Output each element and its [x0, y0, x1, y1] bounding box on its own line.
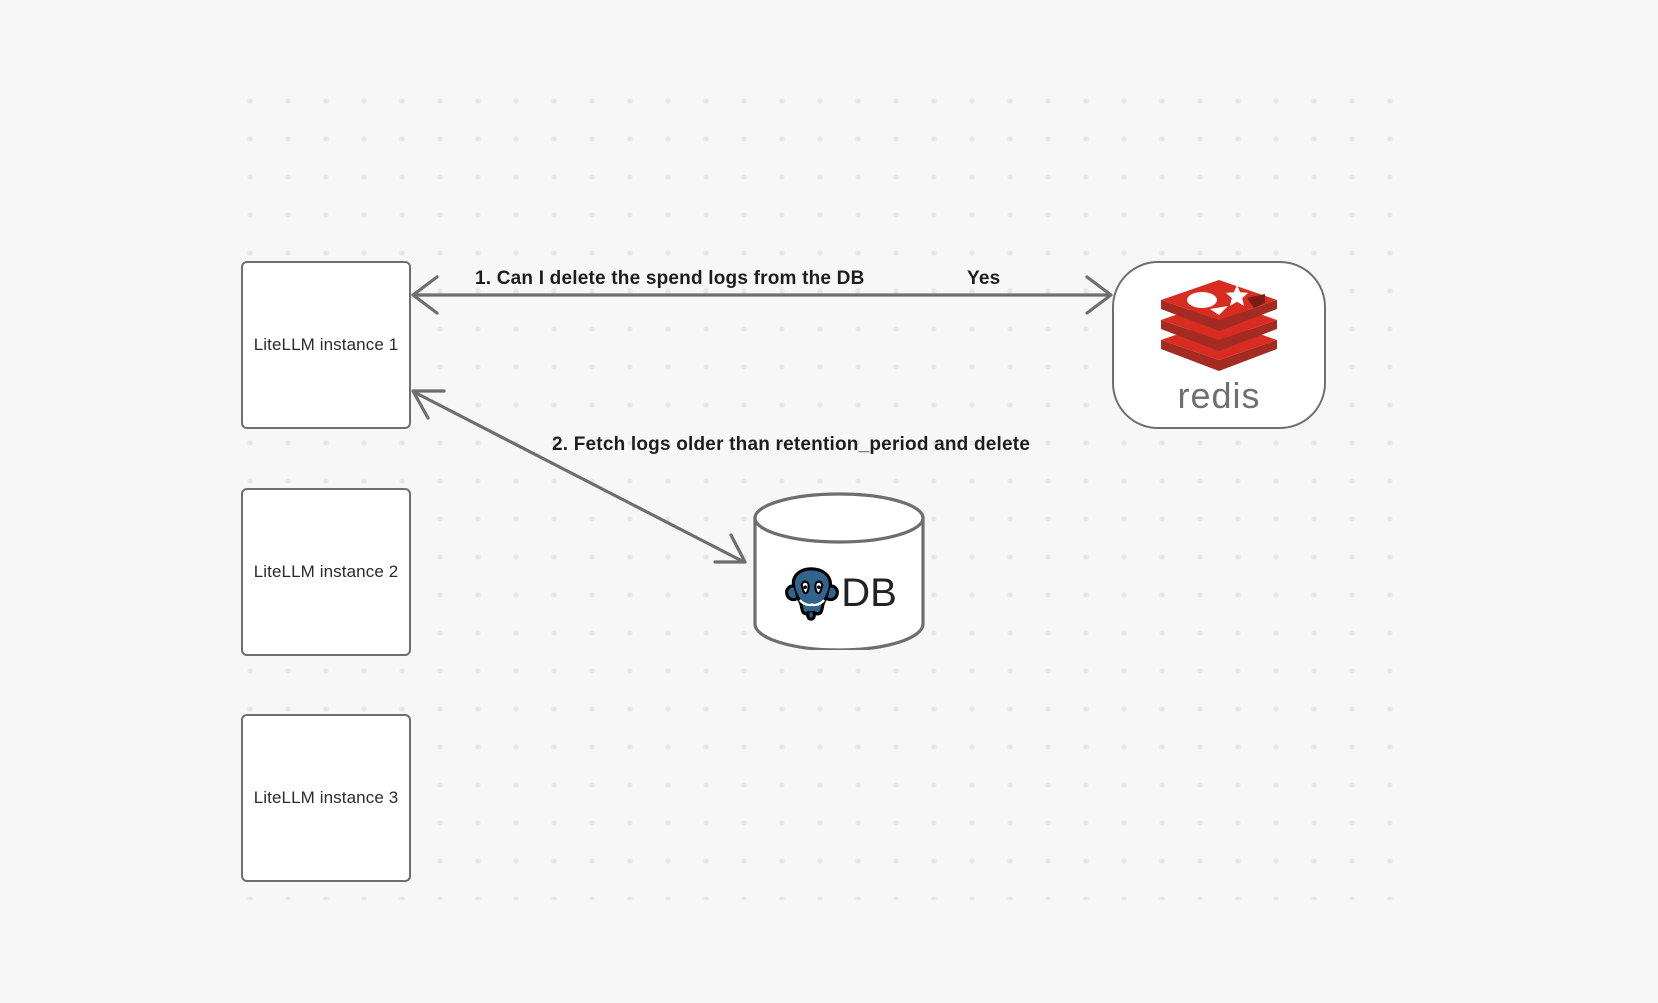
node-litellm-instance-2[interactable]: LiteLLM instance 2	[241, 488, 411, 656]
edge-label-db-fetch: 2. Fetch logs older than retention_perio…	[552, 434, 1031, 455]
database-cylinder-shape	[753, 492, 925, 650]
node-label: LiteLLM instance 1	[253, 335, 399, 354]
redis-logo-icon	[1161, 280, 1277, 371]
redis-wordmark: redis	[1177, 375, 1261, 416]
node-redis[interactable]: redis	[1112, 261, 1326, 429]
database-label: DB	[841, 571, 897, 615]
node-database[interactable]: DB	[752, 492, 926, 650]
edge-label-redis-question: 1. Can I delete the spend logs from the …	[475, 268, 865, 289]
edge-label-redis-reply: Yes	[967, 268, 1001, 289]
node-litellm-instance-1[interactable]: LiteLLM instance 1	[241, 261, 411, 429]
edge-instance1-database	[411, 389, 747, 564]
node-label: LiteLLM instance 2	[253, 562, 399, 581]
postgresql-elephant-icon	[785, 567, 840, 621]
node-label: LiteLLM instance 3	[253, 788, 399, 807]
node-litellm-instance-3[interactable]: LiteLLM instance 3	[241, 714, 411, 882]
